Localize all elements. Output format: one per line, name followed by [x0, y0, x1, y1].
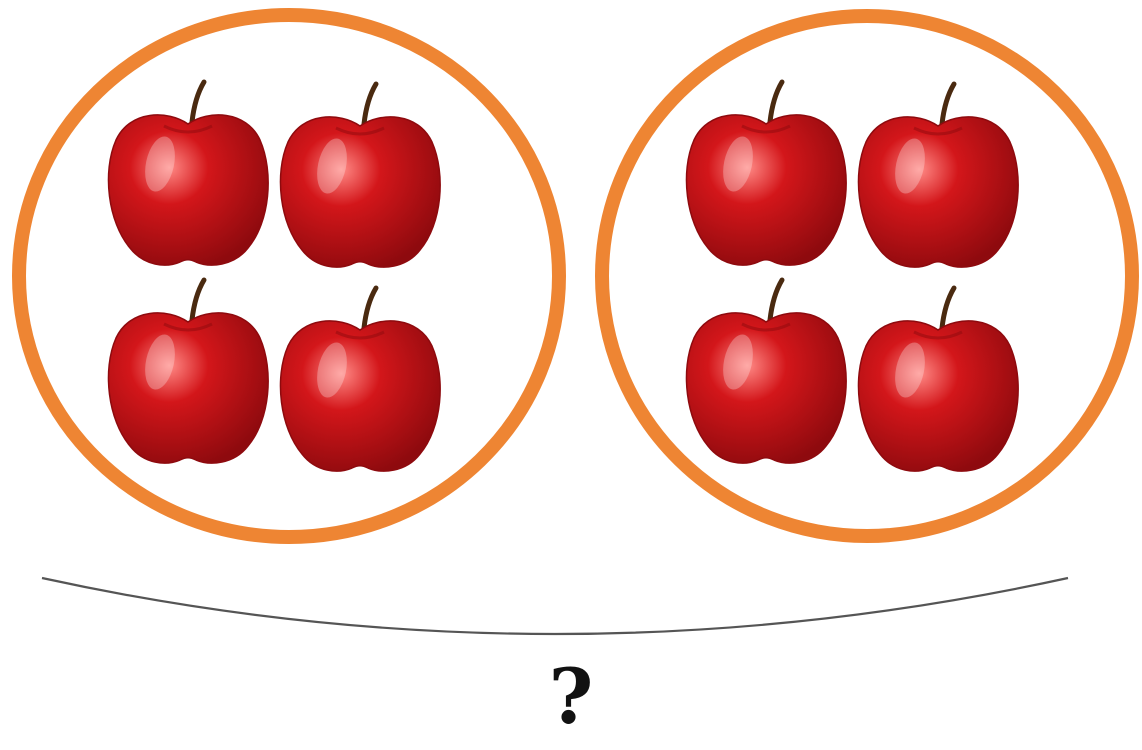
group-1 [19, 15, 559, 537]
group-ring [602, 16, 1132, 536]
apple-3 [686, 280, 846, 463]
apple-1 [686, 82, 846, 265]
question-mark: ? [0, 652, 1142, 742]
apple-1 [108, 82, 268, 265]
apple-3 [108, 280, 268, 463]
group-ring [19, 15, 559, 537]
apple-4 [858, 288, 1018, 471]
apple-2 [280, 84, 440, 267]
total-brace [42, 578, 1068, 634]
apple-4 [280, 288, 440, 471]
apple-2 [858, 84, 1018, 267]
group-2 [602, 16, 1132, 536]
